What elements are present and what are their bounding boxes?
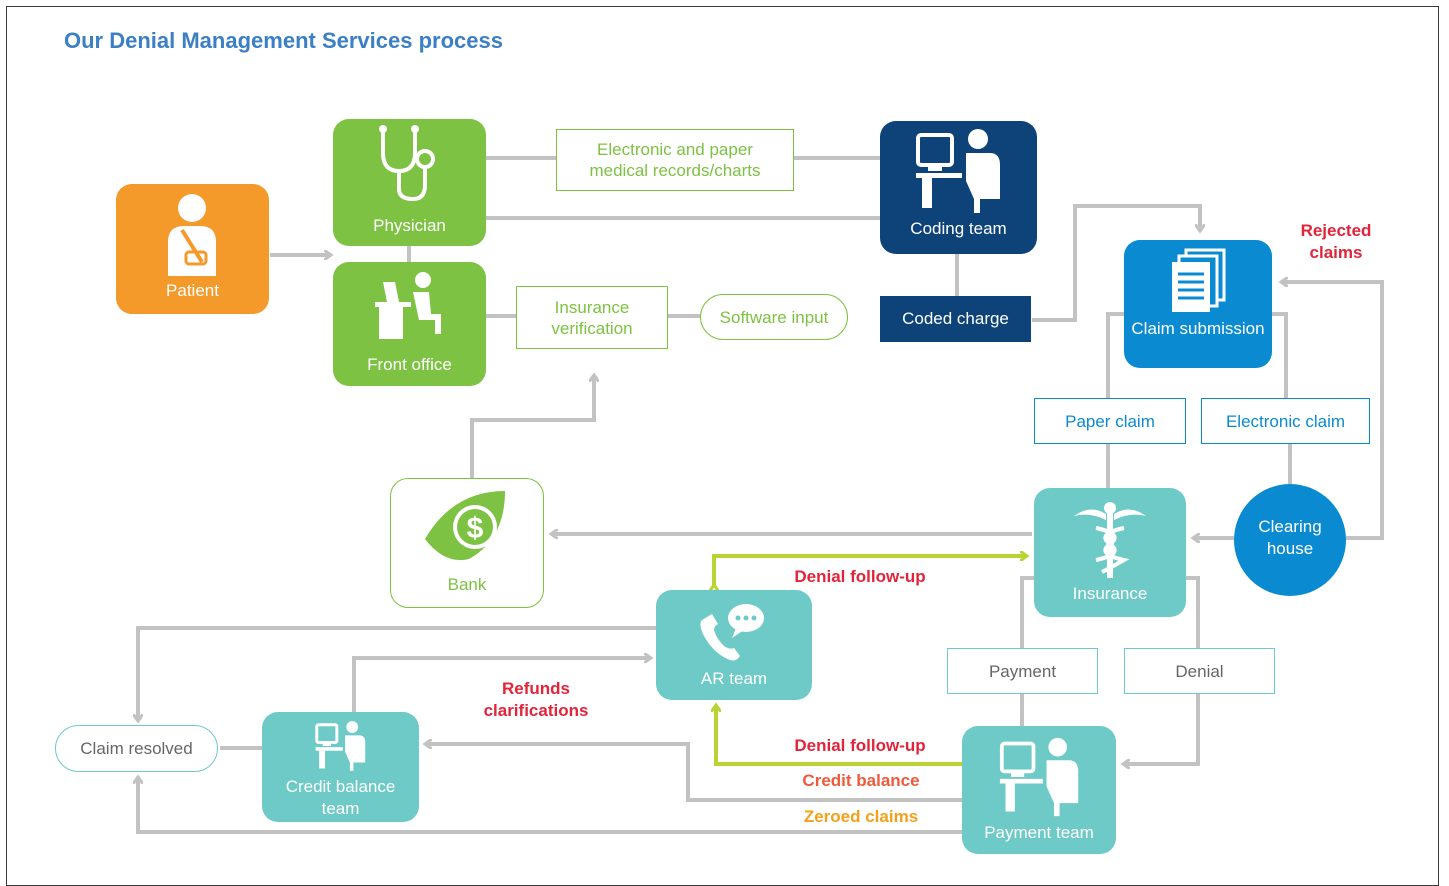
- computer-worker-icon: [315, 721, 366, 771]
- denial-to-payment-team-connector: [1124, 694, 1200, 764]
- ar-to-claim-resolved-connector: [138, 626, 656, 720]
- insurance-verification-tag: Insurance verification: [516, 286, 668, 349]
- insurance-node: Insurance: [1034, 488, 1186, 617]
- denial-followup-bottom-label: Denial follow-up: [794, 736, 926, 755]
- credit-balance-team-node: Credit balance team: [262, 712, 419, 822]
- desk-worker-icon: [375, 272, 441, 339]
- coded-charge-to-claim-connector: [1032, 204, 1200, 322]
- claim-resolved-node: Claim resolved: [55, 725, 218, 772]
- coded-charge-node: Coded charge: [880, 296, 1031, 342]
- front-office-node: Front office: [333, 262, 486, 386]
- insurance-to-denial-connector: [1186, 576, 1200, 650]
- clearing-house-label: Clearing house: [1258, 517, 1322, 558]
- claim-submission-label: Claim submission: [1131, 319, 1265, 338]
- patient-icon: [168, 194, 216, 276]
- rejected-claims-label: Rejected claims: [1300, 221, 1372, 262]
- patient-node: Patient: [116, 184, 269, 314]
- denial-followup-top-connector: [714, 556, 1026, 586]
- caduceus-icon: [1074, 502, 1146, 578]
- rejected-claims-connector: [1282, 282, 1384, 540]
- electronic-claim-tag: Electronic claim: [1201, 398, 1370, 444]
- dollar-icon: $: [425, 491, 505, 561]
- paper-claim-tag: Paper claim: [1034, 398, 1186, 444]
- insurance-to-payment-connector: [1020, 576, 1034, 650]
- credit-balance-team-label: Credit balance team: [285, 777, 396, 818]
- physician-label: Physician: [373, 216, 446, 235]
- zeroed-claims-connector: [138, 778, 962, 834]
- computer-worker-icon: [916, 129, 1000, 213]
- bank-label: Bank: [447, 575, 487, 594]
- physician-node: Physician: [333, 119, 486, 246]
- zeroed-claims-label: Zeroed claims: [803, 807, 919, 826]
- payment-team-node: Payment team: [962, 726, 1116, 854]
- insurance-label: Insurance: [1072, 584, 1148, 603]
- payment-tag: Payment: [947, 648, 1098, 694]
- credit-balance-label: Credit balance: [802, 771, 920, 790]
- refunds-clarifications-label: Refunds clarifications: [483, 679, 589, 720]
- denial-tag: Denial: [1124, 648, 1275, 694]
- coding-team-label: Coding team: [910, 219, 1007, 238]
- claim-to-electronic-claim-connector: [1272, 312, 1288, 398]
- denial-followup-bottom-connector: [716, 706, 962, 766]
- records-tag: Electronic and paper medical records/cha…: [556, 129, 794, 191]
- front-office-label: Front office: [367, 355, 452, 374]
- bank-node: $ Bank: [390, 478, 544, 608]
- stethoscope-icon: [379, 125, 435, 202]
- phone-chat-icon: [700, 604, 764, 661]
- documents-icon: [1172, 248, 1226, 312]
- diagram-title: Our Denial Management Services process: [64, 28, 503, 53]
- denial-followup-top-label: Denial follow-up: [794, 567, 926, 586]
- claim-submission-node: Claim submission: [1124, 240, 1272, 368]
- refunds-connector: [352, 658, 650, 712]
- ar-team-label: AR team: [700, 669, 768, 688]
- bank-to-verification-connector: [470, 376, 594, 478]
- patient-label: Patient: [166, 281, 219, 300]
- credit-balance-connector: [426, 744, 962, 802]
- software-input-tag: Software input: [700, 294, 848, 340]
- coding-team-node: Coding team: [880, 121, 1037, 254]
- computer-worker-icon: [999, 737, 1079, 817]
- ar-team-node: AR team: [656, 590, 812, 700]
- payment-team-label: Payment team: [984, 823, 1094, 842]
- svg-text:$: $: [467, 512, 484, 545]
- clearing-house-node: Clearing house: [1234, 484, 1346, 596]
- claim-to-paper-claim-connector: [1106, 312, 1124, 398]
